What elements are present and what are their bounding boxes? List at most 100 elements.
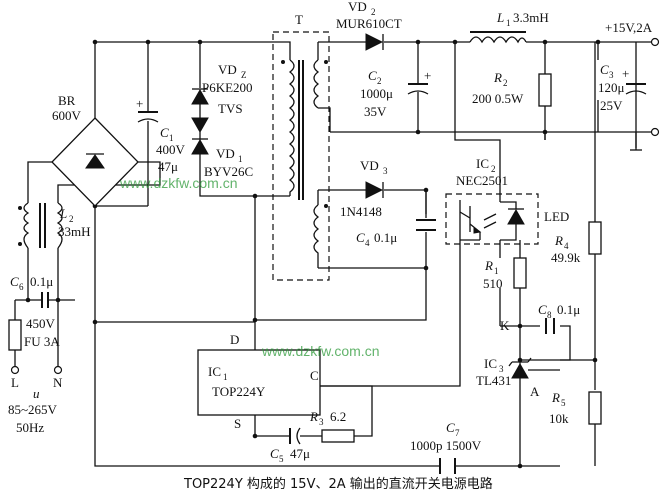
svg-text:3: 3 — [319, 417, 324, 427]
svg-text:2: 2 — [377, 76, 382, 86]
svg-text:C: C — [270, 446, 279, 461]
svg-text:2: 2 — [491, 164, 496, 174]
svg-text:7: 7 — [455, 428, 460, 438]
svg-text:R: R — [554, 233, 563, 248]
junction-dots — [25, 39, 601, 469]
svg-text:8: 8 — [547, 310, 552, 320]
c7-capacitor: C 7 1000p 1500V — [410, 420, 482, 474]
svg-text:IC: IC — [476, 156, 489, 171]
svg-text:4: 4 — [564, 241, 569, 251]
svg-text:0.1μ: 0.1μ — [557, 302, 580, 317]
svg-text:VD: VD — [216, 146, 235, 161]
svg-text:2: 2 — [371, 7, 376, 17]
svg-text:450V: 450V — [26, 316, 56, 331]
svg-text:TVS: TVS — [218, 101, 243, 116]
svg-text:50Hz: 50Hz — [16, 420, 44, 435]
svg-text:49.9k: 49.9k — [551, 250, 581, 265]
svg-text:R: R — [309, 409, 318, 424]
wires — [14, 41, 655, 467]
svg-text:R: R — [493, 70, 502, 85]
fuse: 450V FU 3A — [8, 316, 60, 351]
svg-text:510: 510 — [483, 276, 503, 291]
svg-text:K: K — [500, 318, 510, 333]
svg-text:120μ: 120μ — [598, 80, 625, 95]
svg-text:200 0.5W: 200 0.5W — [472, 91, 524, 106]
transformer: T — [272, 12, 331, 281]
svg-text:4: 4 — [365, 238, 370, 248]
output-label: +15V,2A — [605, 20, 653, 35]
svg-text:S: S — [234, 416, 241, 431]
c4-capacitor: C 4 0.1μ — [356, 219, 436, 248]
svg-text:6.2: 6.2 — [330, 409, 346, 424]
svg-text:+: + — [424, 68, 431, 83]
svg-text:MUR610CT: MUR610CT — [336, 16, 402, 31]
svg-text:C: C — [600, 62, 609, 77]
svg-text:C: C — [356, 230, 365, 245]
svg-text:T: T — [295, 12, 303, 27]
svg-text:A: A — [530, 384, 540, 399]
svg-text:TOP224Y: TOP224Y — [212, 384, 266, 399]
svg-text:C: C — [538, 302, 547, 317]
svg-text:47μ: 47μ — [290, 446, 310, 461]
ac-input: L N u 85~265V 50Hz — [8, 365, 63, 435]
svg-text:85~265V: 85~265V — [8, 402, 58, 417]
svg-text:1: 1 — [169, 133, 174, 143]
c1-capacitor: + C 1 400V 47μ — [136, 96, 186, 174]
svg-text:3: 3 — [383, 166, 388, 176]
svg-text:C: C — [368, 68, 377, 83]
svg-text:35V: 35V — [364, 104, 387, 119]
svg-text:3: 3 — [609, 70, 614, 80]
vd3-diode: VD 3 1N4148 — [340, 158, 388, 219]
ic1-top224y: D IC 1 TOP224Y C S — [197, 332, 321, 431]
ic3-tl431: K A IC 3 TL431 — [476, 318, 560, 399]
svg-text:P6KE200: P6KE200 — [202, 80, 253, 95]
svg-text:FU 3A: FU 3A — [24, 334, 60, 349]
svg-text:1000μ: 1000μ — [360, 86, 393, 101]
r3-resistor: R 3 6.2 — [309, 409, 355, 443]
svg-text:2: 2 — [503, 78, 508, 88]
svg-text:1000p 1500V: 1000p 1500V — [410, 438, 482, 453]
svg-text:TL431: TL431 — [476, 373, 511, 388]
svg-text:R: R — [551, 390, 560, 405]
svg-text:VD: VD — [360, 158, 379, 173]
svg-text:Z: Z — [241, 70, 247, 80]
svg-text:5: 5 — [279, 454, 284, 464]
svg-text:1: 1 — [223, 372, 228, 382]
svg-text:IC: IC — [208, 364, 221, 379]
svg-text:2: 2 — [69, 214, 74, 224]
svg-text:+: + — [136, 96, 143, 111]
svg-text:6: 6 — [19, 282, 24, 292]
ic2-optocoupler: IC 2 NEC2501 LED — [445, 156, 569, 245]
svg-text:C: C — [446, 420, 455, 435]
svg-text:L: L — [496, 10, 504, 25]
r2-resistor: R 2 200 0.5W — [472, 70, 552, 107]
br-rating: 600V — [52, 108, 82, 123]
svg-text:+: + — [622, 66, 629, 81]
svg-text:5: 5 — [561, 398, 566, 408]
svg-text:R: R — [484, 258, 493, 273]
br-name: BR — [58, 93, 76, 108]
l1-inductor: L 1 3.3mH — [469, 10, 549, 44]
watermark-mid: www.dzkfw.com.cn — [261, 343, 379, 359]
svg-text:3.3mH: 3.3mH — [513, 10, 549, 25]
svg-text:0.1μ: 0.1μ — [374, 230, 397, 245]
svg-text:C: C — [160, 125, 169, 140]
svg-text:C: C — [10, 274, 19, 289]
svg-text:BYV26C: BYV26C — [204, 164, 253, 179]
output-terminals: +15V,2A — [605, 20, 660, 137]
svg-text:1: 1 — [494, 266, 499, 276]
svg-text:L: L — [59, 206, 67, 221]
svg-text:400V: 400V — [156, 142, 186, 157]
svg-text:D: D — [230, 332, 239, 347]
svg-text:25V: 25V — [600, 98, 623, 113]
svg-text:10k: 10k — [549, 411, 569, 426]
svg-text:0.1μ: 0.1μ — [30, 274, 53, 289]
svg-text:1N4148: 1N4148 — [340, 204, 382, 219]
l2-inductor: L 2 33mH — [18, 202, 91, 249]
c2-capacitor: + C 2 1000μ 35V — [360, 68, 431, 119]
svg-text:NEC2501: NEC2501 — [456, 173, 508, 188]
svg-text:VD: VD — [348, 0, 367, 14]
svg-text:N: N — [53, 375, 63, 390]
vd1-diode: VD 1 BYV26C — [191, 132, 253, 179]
